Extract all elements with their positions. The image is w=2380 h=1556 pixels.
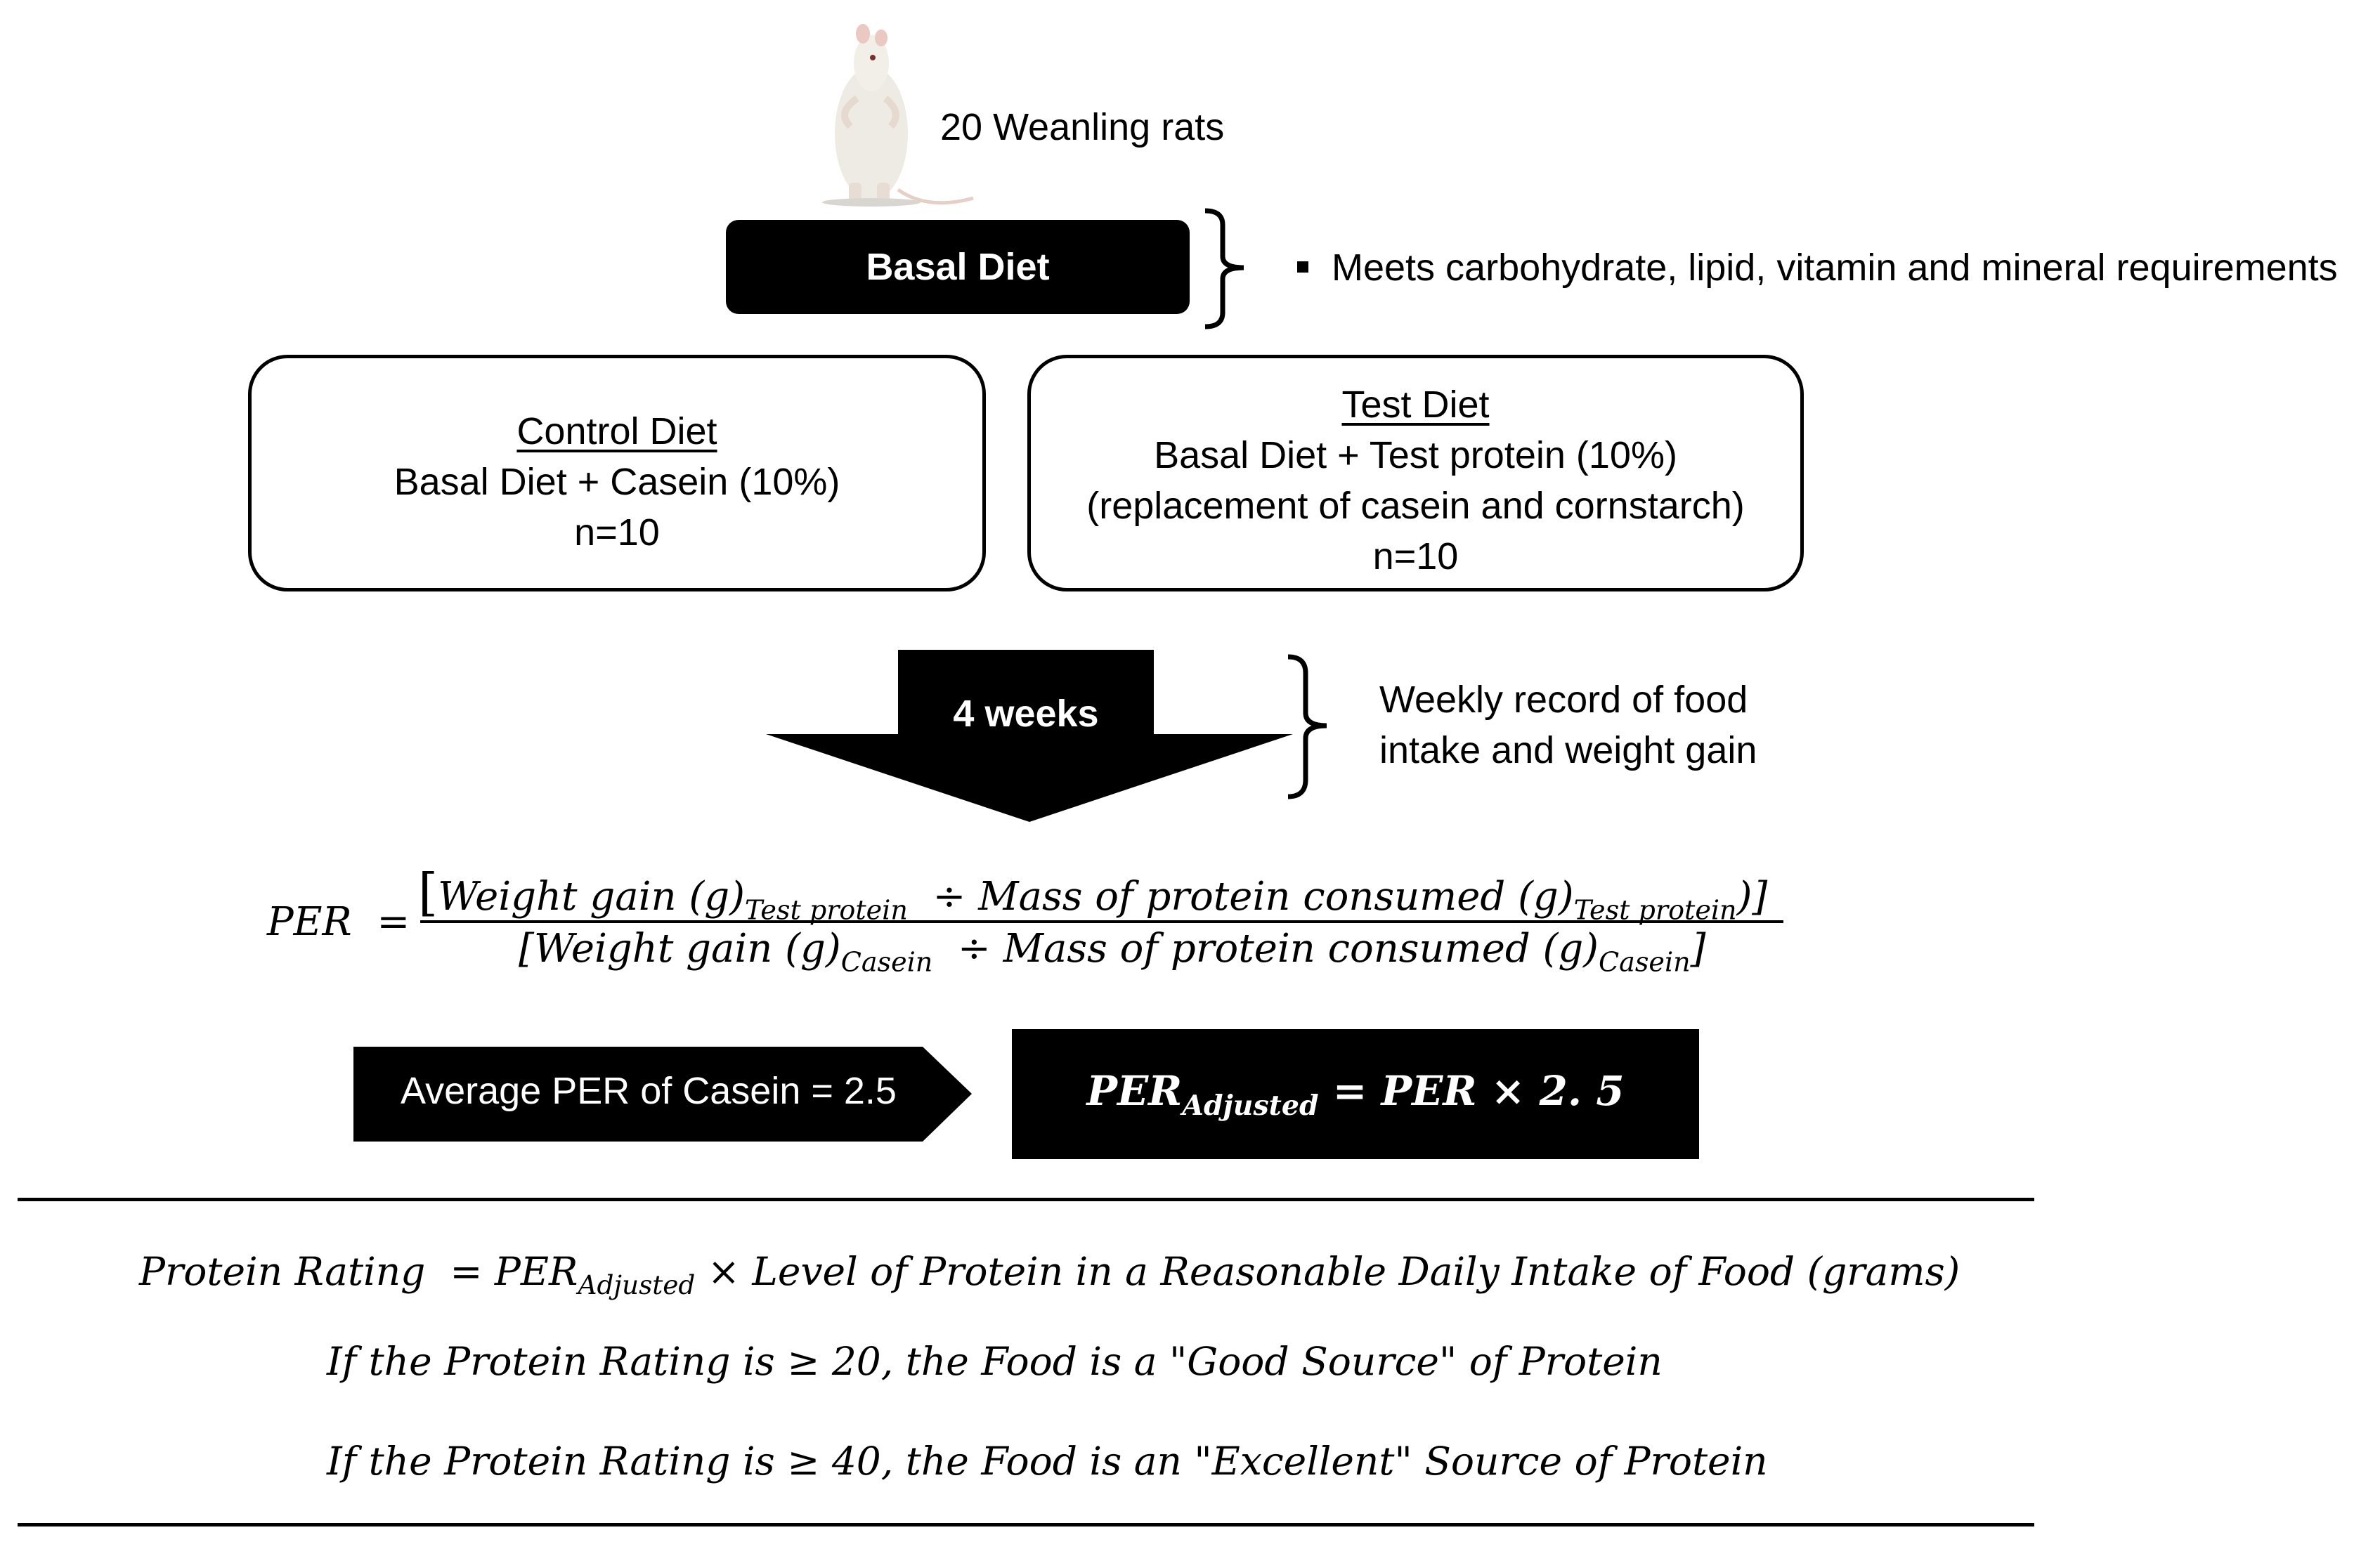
- duration-note: Weekly record of food intake and weight …: [1379, 674, 1757, 776]
- control-diet-box: Control Diet Basal Diet + Casein (10%) n…: [248, 355, 986, 591]
- per-lhs: PER: [267, 899, 352, 945]
- rating-sub: Adjusted: [578, 1269, 696, 1301]
- duration-arrow: [766, 650, 1293, 822]
- num-div: ÷ Mass of protein consumed (g): [932, 874, 1574, 920]
- bullet-icon: [1297, 261, 1308, 273]
- num-a-sub: Test protein: [744, 894, 908, 926]
- per-numerator: [Weight gain (g)Test protein ÷ Mass of p…: [418, 863, 1767, 925]
- den-close: ]: [1690, 926, 1706, 972]
- adjusted-formula: PERAdjusted = PER × 2. 5: [1086, 1067, 1624, 1122]
- basal-diet-label: Basal Diet: [866, 246, 1050, 288]
- num-open: [: [418, 863, 438, 922]
- rating-eq: = PER: [450, 1249, 578, 1294]
- num-close: )]: [1736, 874, 1768, 920]
- duration-brace: [1287, 654, 1327, 799]
- den-open: [: [519, 926, 534, 972]
- test-diet-box: Test Diet Basal Diet + Test protein (10%…: [1027, 355, 1804, 591]
- basal-diet-box: Basal Diet: [726, 220, 1190, 314]
- average-arrow: [353, 1047, 972, 1142]
- duration-label: 4 weeks: [953, 693, 1099, 735]
- duration-note-line2: intake and weight gain: [1379, 729, 1757, 771]
- den-a-sub: Casein: [840, 946, 933, 978]
- per-eq: =: [377, 899, 410, 945]
- per-denominator: [Weight gain (g)Casein ÷ Mass of protein…: [519, 926, 1706, 977]
- rule-excellent-source: If the Protein Rating is ≥ 40, the Food …: [327, 1439, 1768, 1484]
- num-a: Weight gain (g): [438, 874, 745, 920]
- divider-top: [18, 1198, 2034, 1201]
- fraction-bar: [420, 920, 1783, 923]
- test-diet-line2: (replacement of casein and cornstarch): [1086, 485, 1745, 527]
- rat-icon: [822, 24, 974, 207]
- control-diet-title: Control Diet: [516, 410, 717, 452]
- control-diet-line1: Basal Diet + Casein (10%): [394, 461, 840, 503]
- num-b-sub: Test protein: [1573, 894, 1737, 926]
- divider-bottom: [18, 1523, 2034, 1526]
- duration-note-line1: Weekly record of food: [1379, 679, 1748, 721]
- rating-lhs: Protein Rating: [139, 1249, 426, 1294]
- adjusted-rest: = PER × 2. 5: [1332, 1066, 1625, 1115]
- test-diet-title: Test Diet: [1341, 384, 1490, 426]
- basal-note: Meets carbohydrate, lipid, vitamin and m…: [1332, 247, 2338, 289]
- per-formula-lhs: PER =: [267, 899, 410, 945]
- basal-brace: [1204, 208, 1244, 329]
- test-diet-line1: Basal Diet + Test protein (10%): [1154, 434, 1677, 476]
- average-label: Average PER of Casein = 2.5: [401, 1070, 897, 1112]
- den-div: ÷ Mass of protein consumed (g): [957, 926, 1599, 972]
- den-a: Weight gain (g): [533, 926, 841, 972]
- rating-formula: Protein Rating = PERAdjusted × Level of …: [139, 1249, 1960, 1300]
- den-b-sub: Casein: [1599, 946, 1691, 978]
- adjusted-box: PERAdjusted = PER × 2. 5: [1012, 1029, 1699, 1159]
- rating-rest: × Level of Protein in a Reasonable Daily…: [707, 1249, 1960, 1294]
- rule-good-source: If the Protein Rating is ≥ 20, the Food …: [327, 1339, 1663, 1384]
- adjusted-base: PER: [1086, 1066, 1183, 1115]
- rats-label: 20 Weanling rats: [940, 106, 1225, 148]
- adjusted-sub: Adjusted: [1182, 1089, 1319, 1122]
- control-diet-n: n=10: [574, 511, 660, 554]
- test-diet-n: n=10: [1372, 535, 1459, 577]
